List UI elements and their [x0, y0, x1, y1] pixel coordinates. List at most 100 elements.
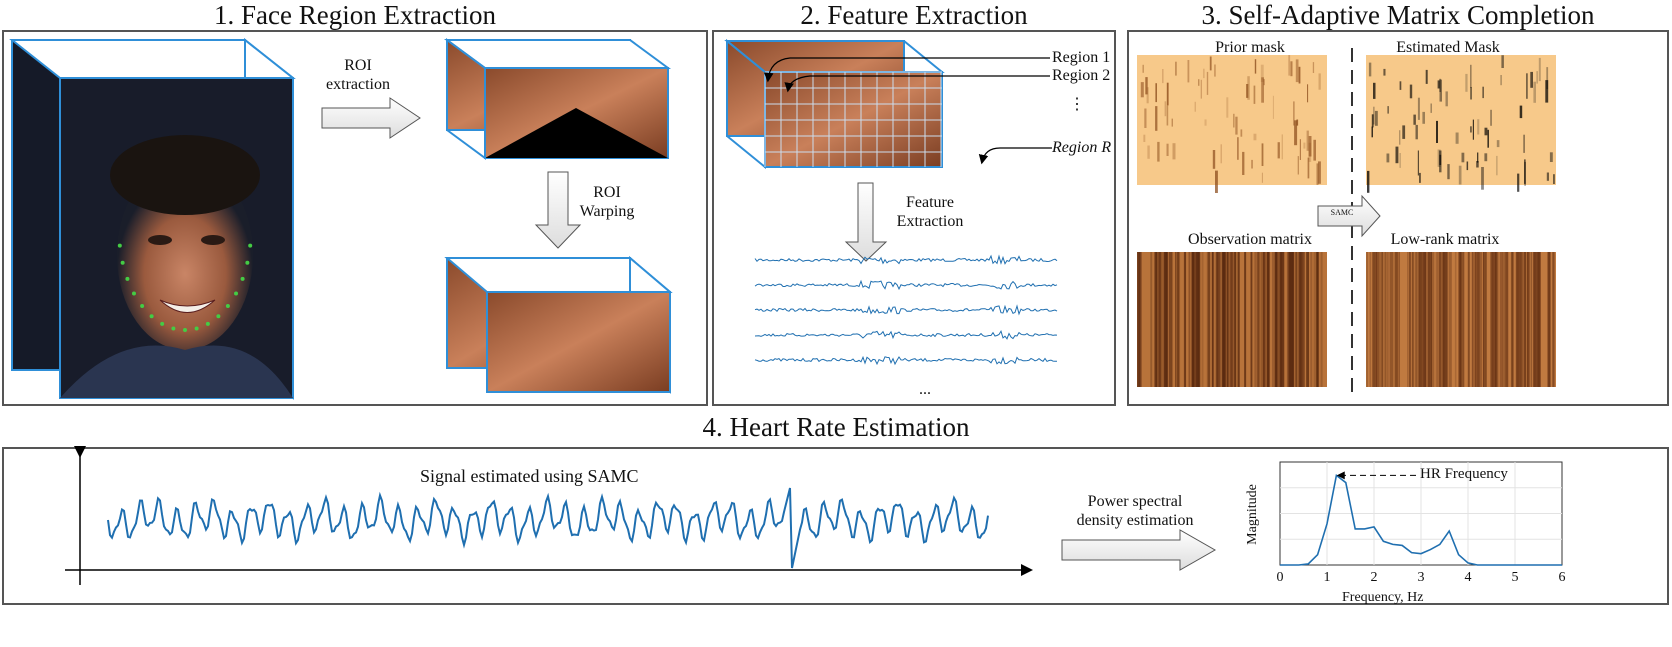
matrix-stripe [1367, 170, 1370, 193]
matrix-stripe [1253, 133, 1257, 141]
matrix-stripe [1387, 252, 1389, 387]
matrix-stripe [1369, 252, 1372, 387]
matrix-stripe [1472, 119, 1474, 140]
matrix-stripe [1417, 97, 1420, 120]
matrix-stripe [1207, 252, 1211, 387]
matrix-stripe [1254, 252, 1257, 387]
matrix-stripe [1398, 252, 1400, 387]
matrix-stripe [1447, 164, 1450, 180]
matrix-stripe [1209, 56, 1212, 71]
matrix-stripe [1308, 136, 1312, 157]
matrix-stripe [1535, 252, 1538, 387]
matrix-stripe [1170, 252, 1173, 387]
matrix-stripe [1524, 159, 1526, 184]
psd-series-line [1280, 473, 1562, 566]
psd-arrow [1061, 529, 1217, 571]
feature-extraction-arrow [844, 182, 888, 262]
matrix-stripe [1411, 252, 1414, 387]
matrix-stripe [1261, 143, 1264, 166]
panel3-title: 3. Self-Adaptive Matrix Completion [1201, 0, 1595, 30]
prior-mask-matrix [1137, 55, 1327, 185]
matrix-stripe [1282, 252, 1285, 387]
matrix-stripe [1159, 252, 1162, 387]
matrix-stripe [1226, 97, 1229, 118]
matrix-stripe [1549, 252, 1551, 387]
matrix-stripe [1417, 150, 1419, 176]
matrix-stripe [1501, 55, 1504, 68]
matrix-stripe [1496, 252, 1499, 387]
roi-warping-arrow [534, 171, 582, 249]
landmark-dot [125, 276, 130, 281]
matrix-stripe [1198, 252, 1201, 387]
matrix-stripe [1448, 252, 1452, 387]
matrix-stripe [1481, 167, 1484, 190]
matrix-stripe [1373, 82, 1376, 99]
matrix-stripe [1414, 252, 1418, 387]
matrix-stripe [1162, 69, 1164, 84]
matrix-stripe [1306, 252, 1309, 387]
matrix-stripe [1419, 252, 1422, 387]
matrix-stripe [1251, 252, 1253, 387]
matrix-stripe [1466, 161, 1469, 171]
matrix-stripe [1172, 143, 1176, 160]
matrix-stripe [1242, 151, 1245, 175]
feature-signals [754, 254, 1058, 366]
matrix-stripe [1470, 64, 1472, 88]
landmark-dot [171, 326, 176, 331]
roi-warped-frames [444, 255, 673, 394]
landmark-dot [248, 243, 253, 248]
matrix-stripe [1280, 252, 1283, 387]
matrix-stripe [1439, 154, 1442, 165]
matrix-stripe [1212, 150, 1216, 169]
matrix-stripe [1476, 161, 1479, 168]
matrix-stripe [1145, 77, 1148, 95]
matrix-stripe [1383, 252, 1386, 387]
matrix-stripe [1483, 252, 1486, 387]
matrix-stripe [1439, 79, 1442, 102]
matrix-stripe [1166, 252, 1169, 387]
feature-signal [754, 254, 1058, 265]
psd-xtick-label: 6 [1558, 570, 1566, 585]
matrix-stripe [1286, 252, 1290, 387]
matrix-stripe [1219, 252, 1221, 387]
matrix-stripe [1138, 252, 1141, 387]
matrix-stripe [1553, 174, 1555, 184]
matrix-stripe [1298, 66, 1301, 84]
matrix-stripe [1522, 252, 1525, 387]
matrix-stripe [1229, 252, 1233, 387]
matrix-stripe [1527, 252, 1530, 387]
matrix-stripe [1462, 252, 1465, 387]
matrix-stripe [1164, 101, 1167, 117]
matrix-stripe [1430, 103, 1432, 113]
matrix-stripe [1246, 84, 1249, 98]
low-rank-matrix-label: Low-rank matrix [1390, 231, 1500, 248]
matrix-stripe [1492, 252, 1494, 387]
matrix-stripe [1260, 252, 1263, 387]
matrix-stripe [1277, 252, 1280, 387]
matrix-stripe [1442, 252, 1444, 387]
landmark-dot [216, 314, 221, 319]
matrix-stripe [1546, 172, 1549, 181]
matrix-stripe [1214, 64, 1216, 77]
matrix-stripe [1477, 152, 1479, 163]
region-r-label: Region R [1052, 139, 1112, 156]
matrix-stripe [1316, 252, 1320, 387]
matrix-stripe [1237, 137, 1239, 160]
matrix-stripe [1294, 120, 1298, 146]
matrix-stripe [1312, 62, 1315, 73]
matrix-stripe [1461, 252, 1463, 387]
matrix-stripe [1222, 252, 1225, 387]
matrix-stripe [1380, 252, 1383, 387]
psd-xtick-label: 1 [1323, 570, 1331, 585]
matrix-stripe [1440, 252, 1443, 387]
matrix-stripe [1409, 84, 1413, 99]
matrix-stripe [1244, 252, 1247, 387]
matrix-stripe [1538, 252, 1541, 387]
matrix-stripe [1381, 252, 1384, 387]
matrix-stripe [1233, 113, 1235, 128]
matrix-stripe [1318, 161, 1321, 184]
matrix-stripe [1198, 79, 1200, 86]
psd-xtick-label: 5 [1511, 570, 1519, 585]
matrix-stripe [1399, 153, 1401, 168]
